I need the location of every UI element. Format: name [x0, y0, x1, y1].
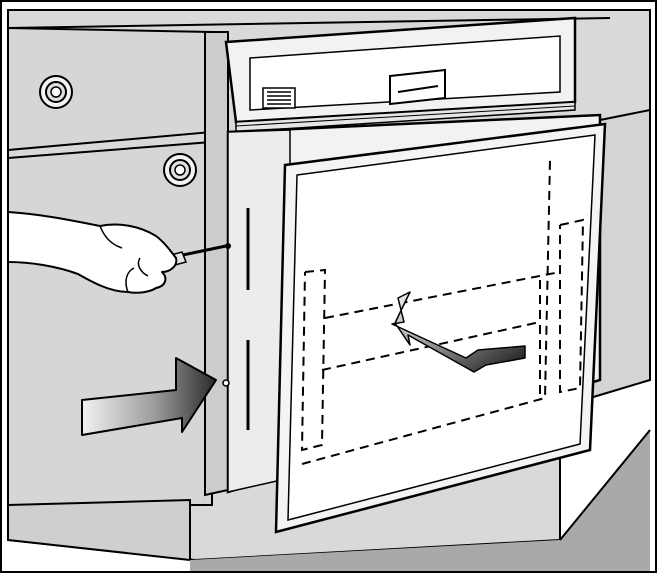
- insertion-arrow-icon: [391, 291, 526, 373]
- oven-door: [274, 122, 607, 534]
- control-knob-icon: [39, 75, 73, 109]
- floor: [190, 430, 650, 573]
- control-knob-icon: [163, 153, 197, 187]
- screw-hole: [222, 379, 230, 387]
- door-handle-icon: [389, 68, 446, 106]
- vent-grille-icon: [262, 87, 296, 109]
- screw-hole-arrow-icon: [81, 357, 217, 436]
- floor-edge: [559, 429, 651, 541]
- hand-holding-screwdriver-icon: [7, 211, 231, 294]
